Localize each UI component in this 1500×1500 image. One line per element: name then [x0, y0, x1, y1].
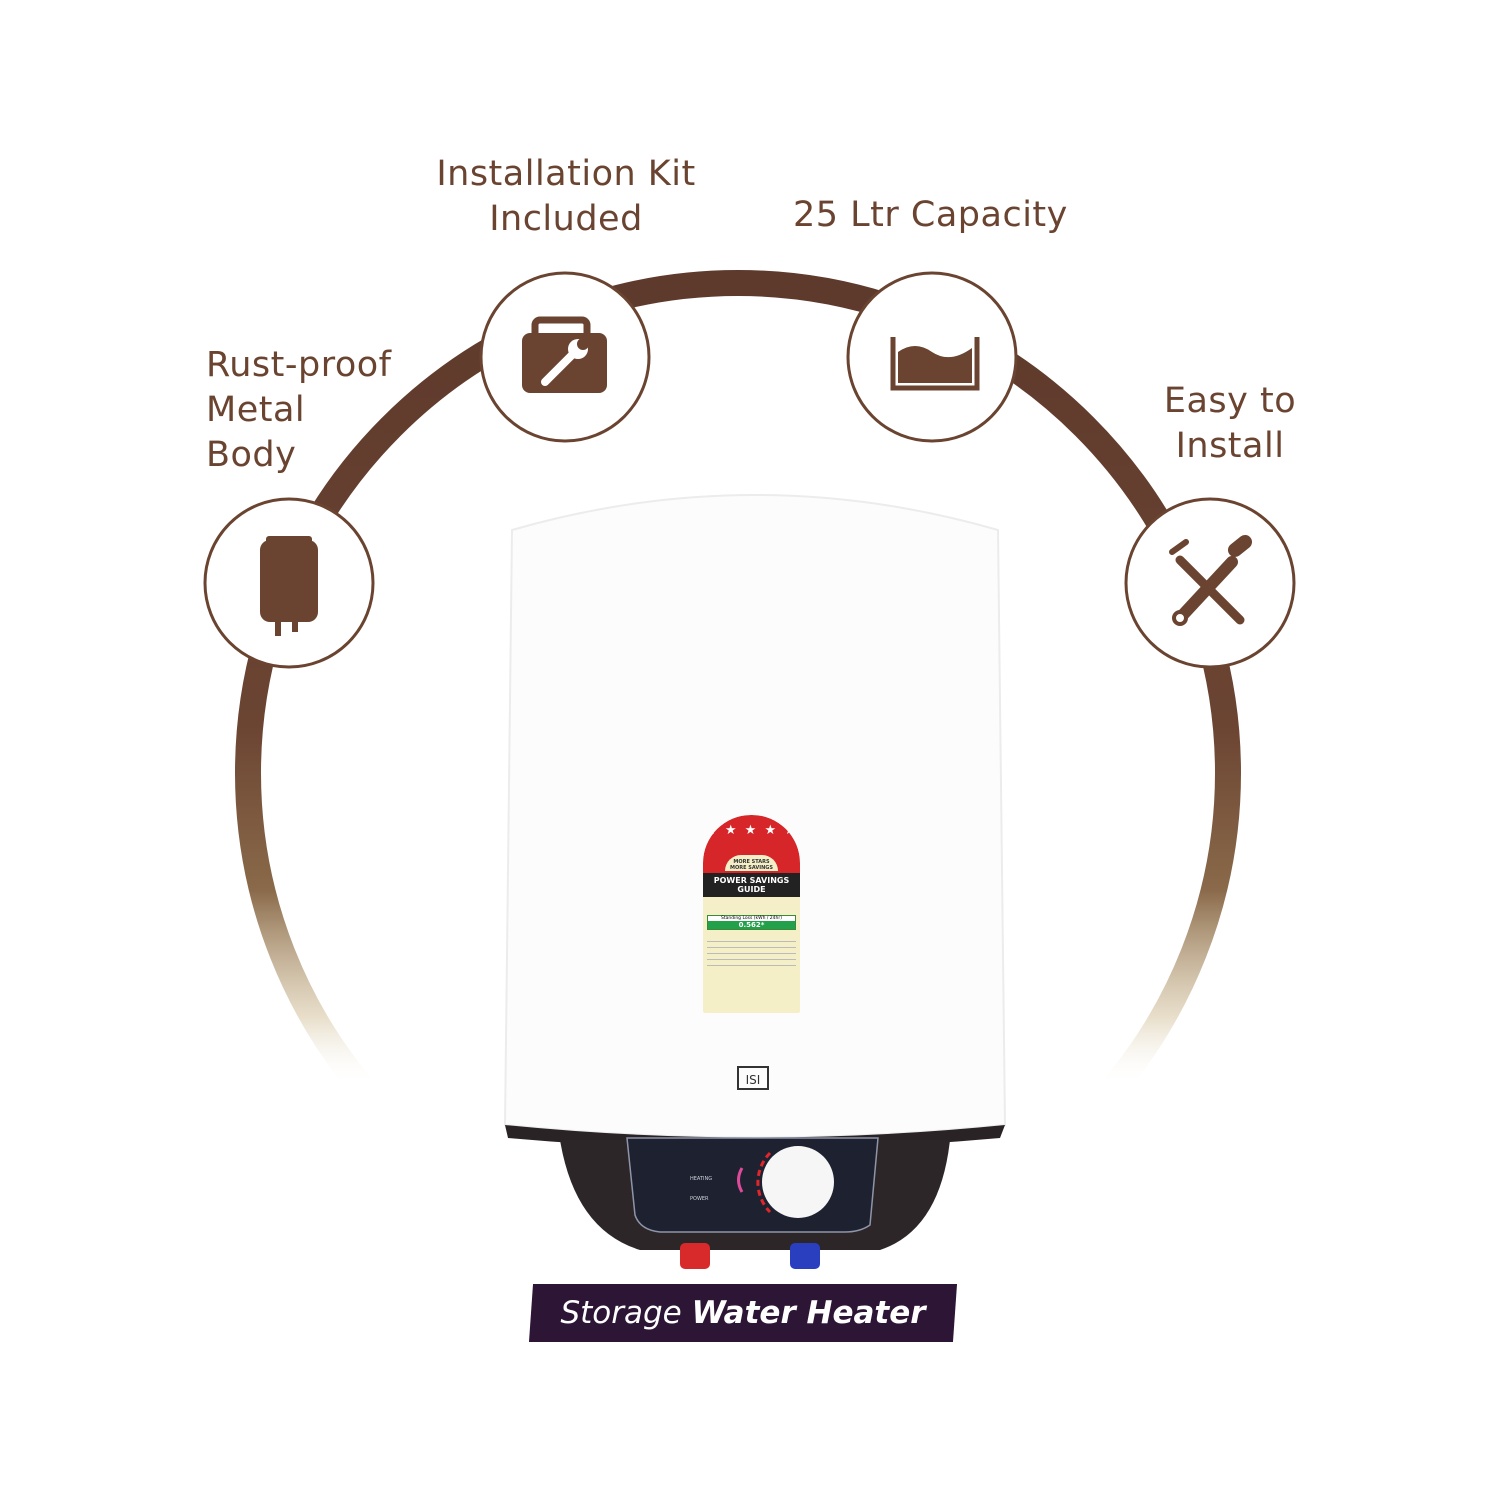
water-container-icon: [890, 337, 980, 391]
feature-label-line: Body: [206, 435, 297, 475]
feature-installation-kit: Installation Kit Included: [435, 152, 697, 242]
hot-water-outlet: [680, 1243, 710, 1269]
control-panel: [626, 1137, 879, 1233]
isi-mark-logo: [737, 1066, 769, 1090]
feature-label-line: Included: [489, 199, 643, 239]
product-name: Storage Water Heater: [531, 1284, 955, 1342]
feature-label-line: Rust-proof: [206, 345, 392, 385]
feature-label-line: Installation Kit: [436, 154, 696, 194]
feature-label-line: Easy to: [1163, 381, 1297, 421]
feature-label-line: Metal: [206, 390, 306, 430]
heating-indicator-label: HEATING: [690, 1176, 713, 1182]
icon-circle-rust-proof: [203, 497, 375, 669]
tools-icon: [1169, 535, 1252, 626]
temperature-knob: [762, 1146, 834, 1218]
feature-label-line: Install: [1175, 426, 1285, 466]
toolbox-wrench-icon: [522, 316, 607, 393]
product-name-light: Storage: [560, 1295, 682, 1331]
icon-circle-easy-install: [1124, 497, 1296, 669]
energy-label-title: POWER SAVINGS GUIDE: [703, 873, 800, 897]
energy-label-tagline: MORE STARS MORE SAVINGS: [725, 855, 778, 871]
standing-loss-label: Standing Loss (kWh / 24hr): [720, 916, 782, 921]
energy-star-label: ★ ★ ★ ★ ★ MORE STARS MORE SAVINGS POWER …: [703, 815, 800, 1013]
isi-mark-text: ISI: [746, 1073, 761, 1087]
icon-circle-capacity: [846, 271, 1018, 443]
feature-easy-install: Easy to Install: [1160, 379, 1300, 469]
star-rating: ★ ★ ★ ★ ★: [705, 823, 798, 838]
feature-rust-proof: Rust-proof Metal Body: [206, 343, 392, 478]
icon-circle-installation-kit: [479, 271, 651, 443]
power-indicator-label: POWER: [690, 1196, 709, 1202]
water-heater-icon: [260, 536, 318, 636]
cold-water-inlet: [790, 1243, 820, 1269]
feature-capacity: 25 Ltr Capacity: [793, 195, 1068, 235]
ring-arc: [235, 270, 1241, 1276]
standing-loss-value: 0.562*: [708, 921, 795, 929]
product-name-bold: Water Heater: [691, 1295, 926, 1331]
